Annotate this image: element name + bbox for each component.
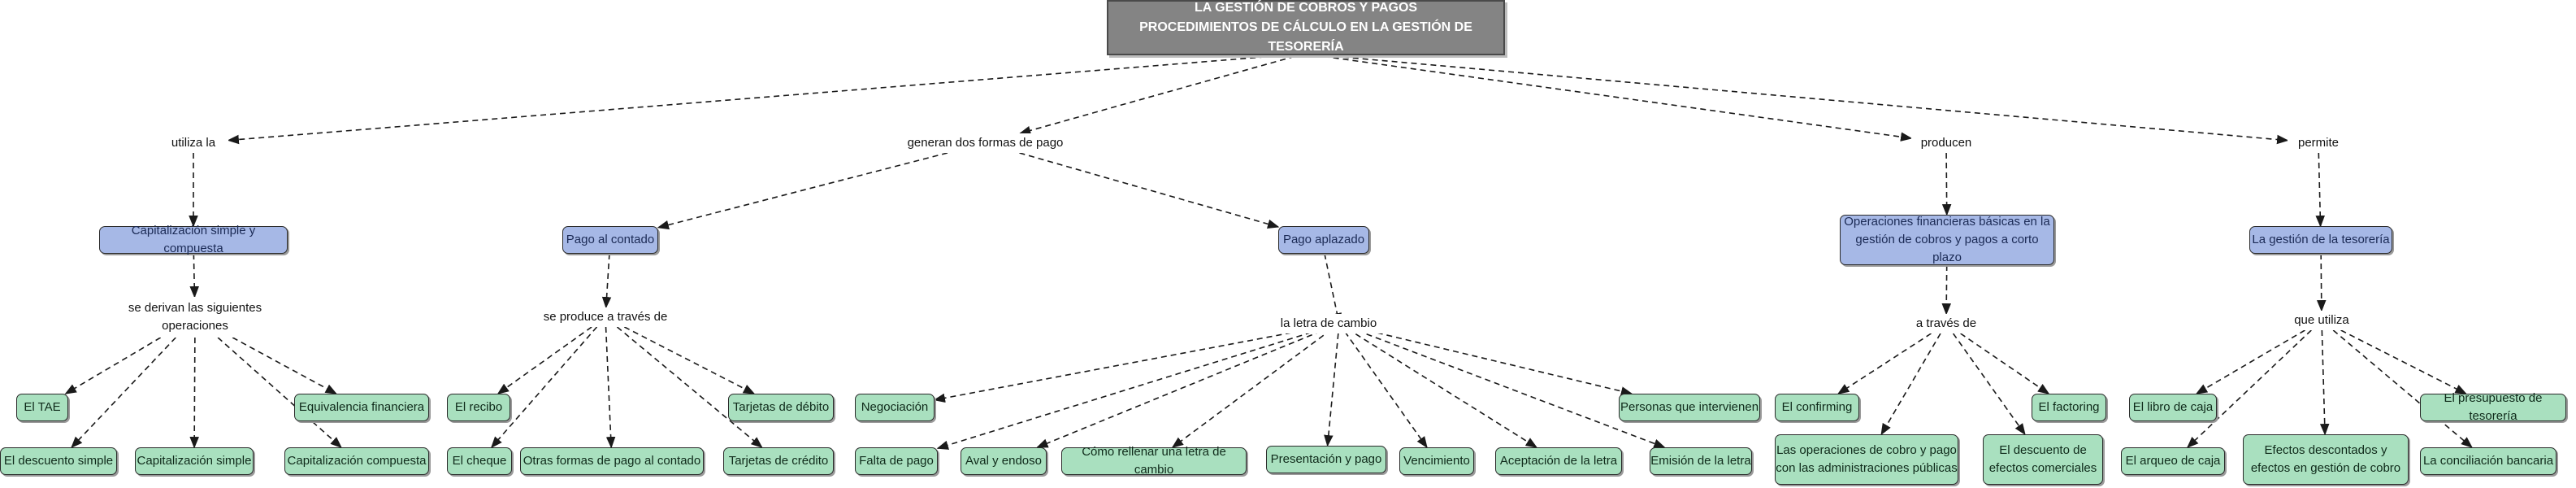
leaf-node-n_como[interactable]: Cómo rellenar una letra de cambio — [1061, 445, 1247, 477]
leaf-node-n_capcomp[interactable]: Capitalización compuesta — [284, 447, 429, 475]
connector-l_generan-to-c_contado — [657, 152, 948, 230]
connector-c_contado-to-l_produce — [601, 253, 612, 309]
concept-node-c_aplazado[interactable]: Pago aplazado — [1278, 226, 1369, 254]
connector-l_letra-to-n_negoc — [933, 323, 1340, 403]
leaf-node-n_factoring[interactable]: El factoring — [2032, 394, 2106, 421]
connector-l_letra-to-n_venc — [1338, 323, 1428, 449]
leaf-node-n_negoc[interactable]: Negociación — [855, 394, 935, 421]
link-phrase-l_letra: la letra de cambio — [1268, 314, 1390, 333]
leaf-node-n_cheque[interactable]: El cheque — [447, 447, 512, 475]
leaf-node-n_arqueo[interactable]: El arqueo de caja — [2121, 447, 2225, 475]
connector-l_producen-to-c_ops — [1941, 152, 1952, 216]
link-phrase-l_producen: producen — [1911, 133, 1981, 153]
leaf-node-n_desc[interactable]: El descuento simple — [0, 447, 117, 475]
link-phrase-l_traves: a través de — [1910, 314, 1983, 333]
leaf-node-n_debito[interactable]: Tarjetas de débito — [728, 394, 834, 421]
concept-node-c_ops[interactable]: Operaciones financieras básicas en la ge… — [1840, 215, 2054, 265]
leaf-node-n_recibo[interactable]: El recibo — [447, 394, 510, 421]
leaf-node-n_present[interactable]: Presentación y pago — [1266, 446, 1386, 473]
connector-l_que-to-n_presup — [2340, 329, 2467, 394]
root-node[interactable]: LA GESTIÓN DE COBROS Y PAGOS PROCEDIMIEN… — [1107, 0, 1505, 55]
leaf-node-n_confirming[interactable]: El confirming — [1775, 394, 1859, 421]
leaf-node-n_concil[interactable]: La conciliación bancaria — [2420, 447, 2556, 475]
leaf-node-n_descom[interactable]: El descuento de efectos comerciales — [1983, 434, 2103, 485]
leaf-node-n_otras[interactable]: Otras formas de pago al contado — [520, 447, 704, 475]
connector-l_generan-to-c_aplazado — [1019, 152, 1280, 229]
connector-l_derivan-to-n_capcomp — [217, 337, 342, 448]
leaf-node-n_capsim[interactable]: Capitalización simple — [135, 447, 254, 475]
connector-l_produce-to-n_credito — [616, 326, 763, 448]
connector-l_produce-to-n_debito — [623, 326, 756, 394]
link-phrase-l_utiliza: utiliza la — [158, 133, 228, 153]
leaf-node-n_tae[interactable]: El TAE — [16, 394, 68, 421]
leaf-node-n_lasops[interactable]: Las operaciones de cobro y pago con las … — [1775, 434, 1958, 485]
connector-c_ops-to-l_traves — [1941, 264, 1952, 316]
connector-l_traves-to-n_factoring — [1960, 333, 2050, 394]
concept-node-c_contado[interactable]: Pago al contado — [562, 226, 658, 254]
connector-root-to-l_generan — [1018, 53, 1305, 136]
connector-l_produce-to-n_cheque — [490, 326, 598, 449]
leaf-node-n_efectos[interactable]: Efectos descontados y efectos en gestión… — [2243, 434, 2409, 485]
leaf-node-n_presup[interactable]: El presupuesto de tesorería — [2420, 391, 2566, 423]
link-phrase-l_generan: generan dos formas de pago — [894, 133, 1077, 153]
connector-l_produce-to-n_recibo — [497, 326, 592, 394]
connector-l_letra-to-n_aval — [1036, 323, 1340, 448]
connector-l_derivan-to-n_tae — [64, 337, 162, 394]
link-phrase-l_que: que utiliza — [2288, 311, 2356, 330]
connector-c_cap-to-l_derivan — [189, 253, 199, 298]
leaf-node-n_emision[interactable]: Emisión de la letra — [1650, 447, 1752, 475]
leaf-node-n_acept[interactable]: Aceptación de la letra — [1495, 447, 1622, 475]
leaf-node-n_credito[interactable]: Tarjetas de crédito — [723, 447, 834, 475]
connector-l_traves-to-n_lasops — [1880, 333, 1941, 436]
connector-l_que-to-n_arqueo — [2186, 329, 2312, 448]
connector-c_aplazado-to-l_letra — [1324, 253, 1342, 325]
connector-l_permite-to-c_tes — [2315, 152, 2326, 228]
connector-l_letra-to-n_emision — [1338, 323, 1666, 448]
leaf-node-n_personas[interactable]: Personas que intervienen — [1619, 394, 1760, 421]
connector-l_que-to-n_libro — [2195, 329, 2305, 394]
concept-node-c_tes[interactable]: La gestión de la tesorería — [2249, 226, 2392, 254]
connector-l_que-to-n_efectos — [2319, 329, 2330, 436]
leaf-node-n_falta[interactable]: Falta de pago — [855, 447, 938, 475]
connector-root-to-l_utiliza — [227, 53, 1305, 145]
connector-l_traves-to-n_descom — [1952, 333, 2026, 436]
connector-l_que-to-n_concil — [2332, 329, 2473, 448]
link-phrase-l_permite: permite — [2288, 133, 2349, 153]
connector-l_produce-to-n_otras — [605, 326, 616, 449]
connector-root-to-l_producen — [1303, 53, 1913, 142]
connector-l_letra-to-n_acept — [1338, 323, 1538, 448]
connector-l_letra-to-n_personas — [1338, 323, 1633, 396]
connector-root-to-l_permite — [1303, 53, 2289, 145]
connector-l_letra-to-n_present — [1324, 323, 1340, 447]
connector-c_tes-to-l_que — [2316, 253, 2327, 312]
connector-l_traves-to-n_confirming — [1837, 333, 1932, 394]
leaf-node-n_equiv[interactable]: Equivalencia financiera — [294, 394, 429, 421]
leaf-node-n_libro[interactable]: El libro de caja — [2129, 394, 2217, 421]
link-phrase-l_produce: se produce a través de — [536, 307, 674, 327]
connector-l_letra-to-n_como — [1171, 323, 1340, 448]
connector-l_letra-to-n_falta — [936, 323, 1340, 450]
leaf-node-n_aval[interactable]: Aval y endoso — [961, 447, 1047, 475]
connector-l_derivan-to-n_desc — [71, 337, 176, 449]
connector-l_derivan-to-n_capsim — [189, 337, 199, 449]
connector-l_derivan-to-n_equiv — [232, 337, 337, 394]
link-phrase-l_derivan: se derivan las siguientes operaciones — [122, 297, 268, 338]
concept-node-c_cap[interactable]: Capitalización simple y compuesta — [99, 224, 288, 255]
leaf-node-n_venc[interactable]: Vencimiento — [1399, 447, 1474, 475]
